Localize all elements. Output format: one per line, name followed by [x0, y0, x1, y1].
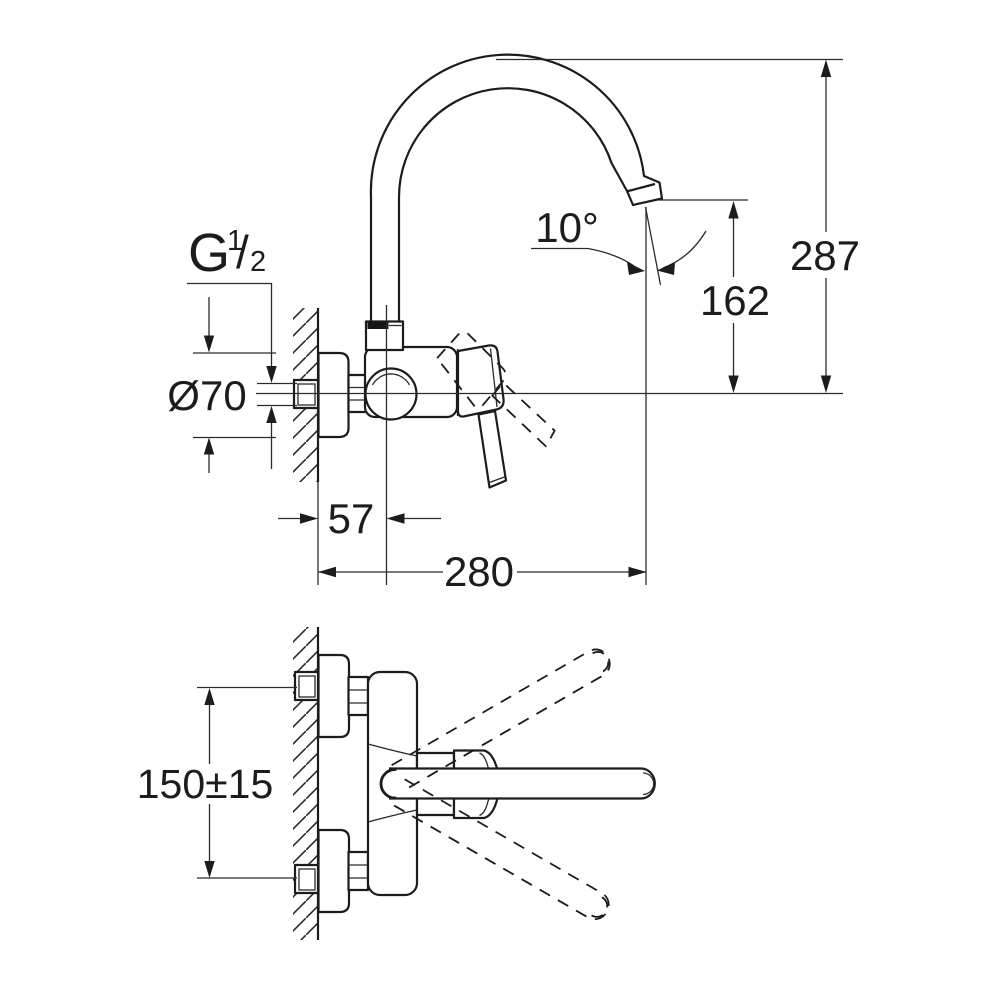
arrowhead — [386, 513, 405, 524]
plan-view-dimension-lines — [197, 686, 297, 879]
inlet-spacing-ext-lines — [197, 686, 297, 879]
spout-arm-tip-inner-arc — [642, 772, 655, 796]
handle-lever-cap — [487, 476, 505, 484]
thread-label-g: G — [188, 223, 230, 283]
dim-label-flange-diameter: Ø70 — [167, 372, 246, 419]
arrowhead — [318, 566, 336, 578]
spout-arm-dashed — [390, 778, 610, 921]
dim-label-287: 287 — [790, 232, 860, 279]
collar-seam-band — [367, 322, 389, 329]
arrowhead — [657, 262, 675, 275]
spout-outline — [369, 53, 664, 322]
spout-arm — [389, 767, 656, 800]
plan-view-arrowheads — [204, 688, 215, 878]
dim-label-150: 150±15 — [137, 761, 274, 807]
spout-arm-swivel-down — [390, 778, 610, 921]
angle-leader-right-arc — [662, 230, 707, 269]
spout-arm-dashed-tip — [591, 896, 609, 918]
wall-flange — [317, 351, 350, 439]
handle-solid — [456, 344, 508, 489]
plan-view: 150±15 — [137, 627, 656, 940]
upper-hex-flats — [348, 689, 368, 704]
upper-inlet-fitting — [293, 670, 320, 702]
inlet-fitting-inner — [297, 383, 316, 406]
spout-tilt-line — [644, 206, 662, 286]
lower-inlet-fitting — [293, 863, 320, 895]
upper-inlet-inner — [298, 675, 316, 698]
thread-label-sub: 2 — [250, 246, 266, 278]
g-thread-leader — [187, 282, 273, 469]
lower-flange — [317, 828, 351, 914]
arrowhead — [203, 437, 215, 455]
spout-arm-swivel-up — [391, 648, 611, 791]
arrowhead — [628, 566, 647, 578]
spout-pivot-ring — [379, 768, 397, 800]
arrowhead — [627, 262, 645, 275]
body-waist-curves — [367, 743, 418, 823]
side-view-arrowheads — [203, 59, 832, 578]
dim-label-57: 57 — [328, 495, 375, 542]
lower-hex-flats — [348, 864, 368, 879]
ball-joint-highlight — [371, 373, 411, 386]
arrowhead — [300, 513, 318, 524]
handle-lever — [477, 409, 508, 489]
arrowhead — [820, 375, 832, 393]
arrowhead — [820, 59, 832, 77]
side-view-dimension-lines — [187, 58, 843, 585]
g-thread-ext-lines — [257, 382, 297, 407]
side-view: G 1 / 2 Ø70 57 280 10° 162 287 — [167, 53, 860, 595]
lower-hex-nut — [347, 850, 370, 892]
thread-label-slash: / — [236, 226, 249, 278]
handle-housing-edge — [489, 348, 498, 408]
upper-hex-nut — [347, 675, 370, 717]
arrowhead — [204, 688, 215, 705]
angle-leader-left-arc — [531, 247, 635, 267]
handle-dashed-alt — [436, 331, 556, 448]
spout-arm-dashed — [391, 648, 611, 791]
spout-arm-dashed-tip — [592, 650, 610, 673]
thread-label-sup: 1 — [227, 225, 243, 257]
arrowhead — [728, 375, 739, 393]
handle-lever-alt — [491, 381, 556, 448]
dim-label-162: 162 — [700, 277, 770, 324]
arrowhead — [728, 201, 739, 219]
arrowhead — [266, 406, 277, 423]
upper-flange — [317, 653, 351, 739]
dim-label-10deg: 10° — [535, 204, 599, 251]
arrowhead — [266, 366, 277, 383]
arrowhead — [204, 861, 215, 878]
lower-inlet-inner — [298, 868, 316, 891]
flange-ext-lines — [193, 352, 276, 439]
spout-tip-seam — [626, 182, 656, 193]
arrowhead — [203, 335, 215, 353]
dim-label-280: 280 — [444, 548, 514, 595]
